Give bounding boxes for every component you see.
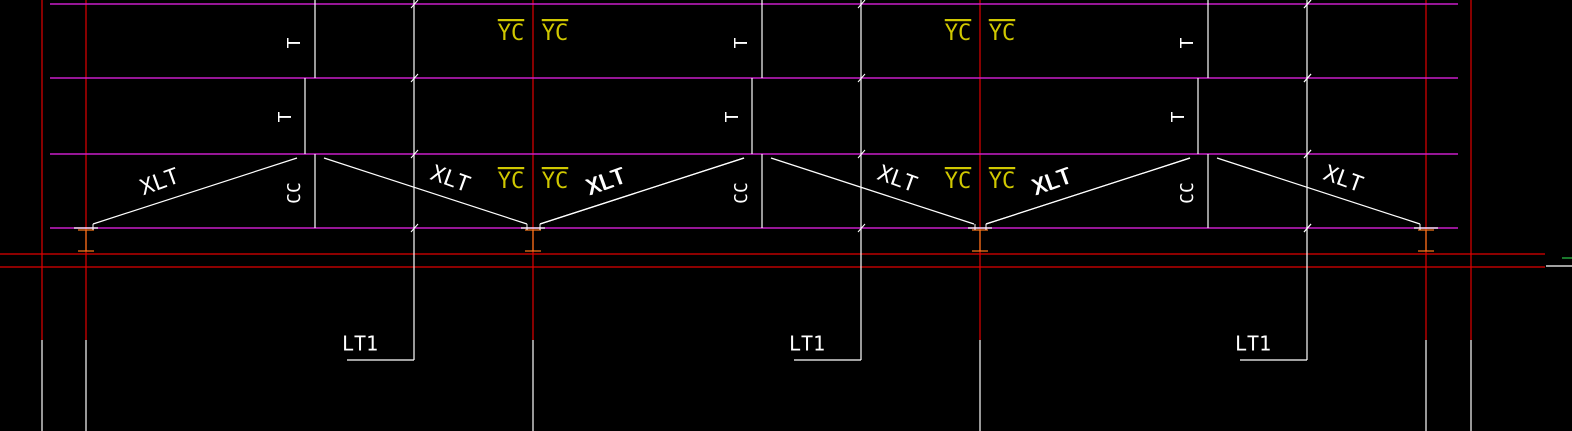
tie-rod-label: T [284,37,305,48]
brace-label: XLT [137,164,183,201]
brace-line [985,157,1191,225]
brace-line [1216,157,1421,225]
tie-rod-label: T [731,37,752,48]
slash-tick [410,0,419,9]
strut-label: CC [1177,182,1198,204]
strut-label: CC [731,182,752,204]
tension-pair-label: YC [542,21,569,46]
slash-tick [857,73,866,83]
brace-line [92,157,298,225]
brace-label: XLT [1029,164,1075,201]
lintel-label: LT1 [342,332,378,356]
tension-pair-label: YC [989,169,1016,194]
tie-rod-label: T [275,111,296,122]
strut-label: CC [284,182,305,204]
tie-rod-label: T [722,111,743,122]
brace-label: XLT [874,161,920,198]
brace-line [323,157,528,225]
girt-lines [50,3,1458,229]
tie-rod-label: T [1177,37,1198,48]
structural-members [74,0,1438,361]
tension-pair-label: YC [498,169,525,194]
tension-pair-label: YC [989,21,1016,46]
slash-tick [1303,73,1312,83]
slash-tick [857,0,866,9]
slash-tick [1303,149,1312,159]
slash-tick [410,149,419,159]
slash-tick [1303,0,1312,9]
slash-tick [410,223,419,233]
tension-pair-label: YC [498,21,525,46]
slash-tick [857,149,866,159]
slash-tick [410,73,419,83]
brace-label: XLT [1320,161,1366,198]
lintel-label: LT1 [1235,332,1271,356]
tie-rod-label: T [1168,111,1189,122]
brace-label: XLT [583,164,629,201]
tension-pair-label: YC [945,21,972,46]
lintel-label: LT1 [789,332,825,356]
slash-tick [857,223,866,233]
brace-line [539,157,745,225]
slash-tick [1303,223,1312,233]
member-labels: T T CC XLT XLT LT1 T T CC XLT XLT LT1 T T CC XLT XLT LT1 Y… [137,21,1366,356]
brace-label: XLT [427,161,473,198]
tension-pair-label: YC [542,169,569,194]
brace-line [770,157,975,225]
tension-pair-label: YC [945,169,972,194]
